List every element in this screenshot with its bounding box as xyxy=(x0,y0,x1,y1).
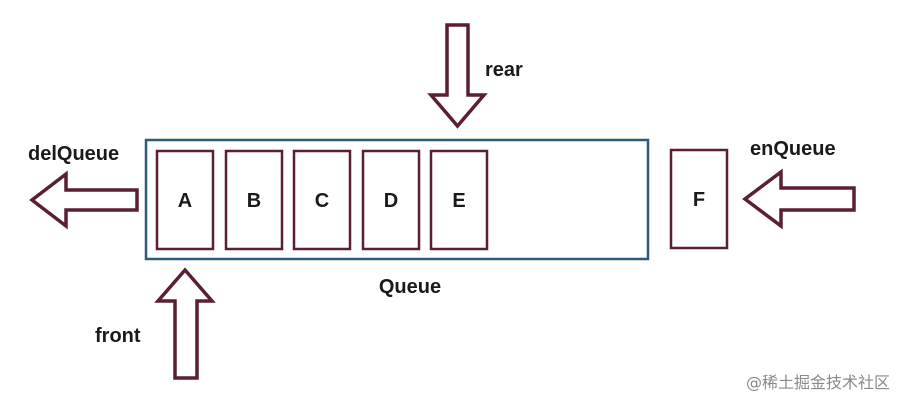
queue-cell: A xyxy=(155,149,215,251)
queue-cell-box xyxy=(155,149,215,251)
queue-cell: C xyxy=(292,149,352,251)
queue-cell-letter: D xyxy=(384,190,398,212)
watermark: @稀土掘金技术社区 xyxy=(746,373,890,392)
queue-cell: E xyxy=(429,149,489,251)
del-queue-arrow-icon xyxy=(29,170,139,230)
queue-cell: D xyxy=(361,149,421,251)
queue-cell-letter: A xyxy=(178,190,192,212)
queue-cell: B xyxy=(224,149,284,251)
queue-cell-box xyxy=(361,149,421,251)
front-arrow-icon xyxy=(154,267,216,380)
queue-cell-letter: E xyxy=(452,190,465,212)
queue-cell-box xyxy=(292,149,352,251)
front-label: front xyxy=(95,325,141,347)
queue-cells: A B C D E xyxy=(155,149,489,251)
del-queue-label: delQueue xyxy=(28,143,119,165)
rear-label: rear xyxy=(485,59,523,81)
queue-cell-letter: C xyxy=(315,190,329,212)
queue-cell-box xyxy=(429,149,489,251)
queue-cell-letter: B xyxy=(247,190,261,212)
incoming-cell-letter: F xyxy=(693,189,705,211)
en-queue-label: enQueue xyxy=(750,138,836,160)
queue-cell-box xyxy=(224,149,284,251)
incoming-cell-box xyxy=(669,148,729,250)
queue-container xyxy=(144,138,650,261)
rear-arrow-icon xyxy=(427,23,488,129)
en-queue-arrow-icon xyxy=(742,168,856,230)
queue-label: Queue xyxy=(379,276,441,298)
incoming-cell: F xyxy=(669,148,729,250)
